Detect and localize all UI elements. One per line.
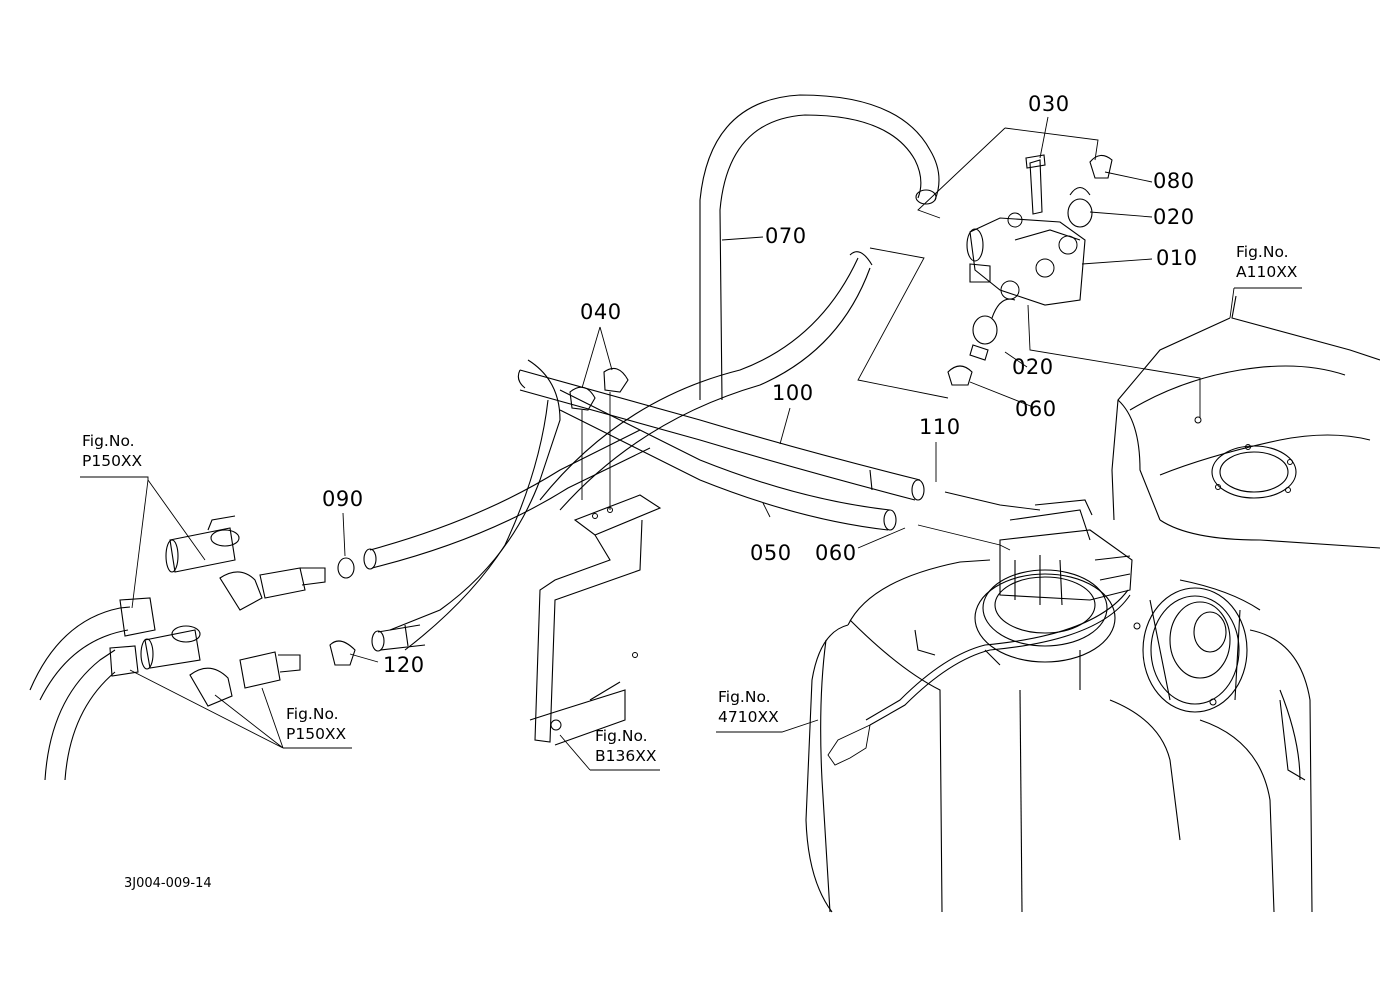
part-label-060-top: 060: [1015, 397, 1057, 421]
fig-ref-p150-top-line1: Fig.No.: [82, 432, 135, 450]
part-label-040: 040: [580, 300, 622, 324]
fittings-left: [29, 515, 356, 781]
part-label-020-bottom: 020: [1012, 355, 1054, 379]
fig-ref-p150-top: Fig.No. P150XX: [82, 432, 142, 472]
part-label-090: 090: [322, 487, 364, 511]
part-label-020-top: 020: [1153, 205, 1195, 229]
fig-ref-a110-line2: A110XX: [1236, 262, 1298, 281]
fuel-tank: [805, 295, 1380, 913]
fig-ref-p150-bottom: Fig.No. P150XX: [286, 705, 346, 745]
leader-lines: [80, 116, 1302, 771]
part-label-030: 030: [1028, 92, 1070, 116]
hoses: [363, 94, 1041, 652]
fig-ref-b136-line1: Fig.No.: [595, 727, 648, 745]
part-label-070: 070: [765, 224, 807, 248]
fig-ref-a110-line1: Fig.No.: [1236, 243, 1289, 261]
fuel-filter-assembly: [947, 154, 1113, 386]
fig-ref-4710: Fig.No. 4710XX: [718, 688, 779, 728]
fig-ref-p150-top-line2: P150XX: [82, 451, 143, 470]
fig-ref-a110: Fig.No. A110XX: [1236, 243, 1297, 283]
part-label-080: 080: [1153, 169, 1195, 193]
bracket: [529, 367, 662, 746]
drawing-code: 3J004-009-14: [124, 876, 212, 891]
part-label-060-bottom: 060: [815, 541, 857, 565]
fig-ref-4710-line2: 4710XX: [718, 707, 779, 726]
fig-ref-p150-bottom-line1: Fig.No.: [286, 705, 339, 723]
fig-ref-b136: Fig.No. B136XX: [595, 727, 656, 767]
fig-ref-4710-line1: Fig.No.: [718, 688, 771, 706]
part-label-120: 120: [383, 653, 425, 677]
part-label-050: 050: [750, 541, 792, 565]
fig-ref-p150-bottom-line2: P150XX: [286, 724, 347, 743]
fig-ref-b136-line2: B136XX: [595, 746, 657, 765]
part-label-100: 100: [772, 381, 814, 405]
part-label-110: 110: [919, 415, 961, 439]
part-label-010: 010: [1156, 246, 1198, 270]
